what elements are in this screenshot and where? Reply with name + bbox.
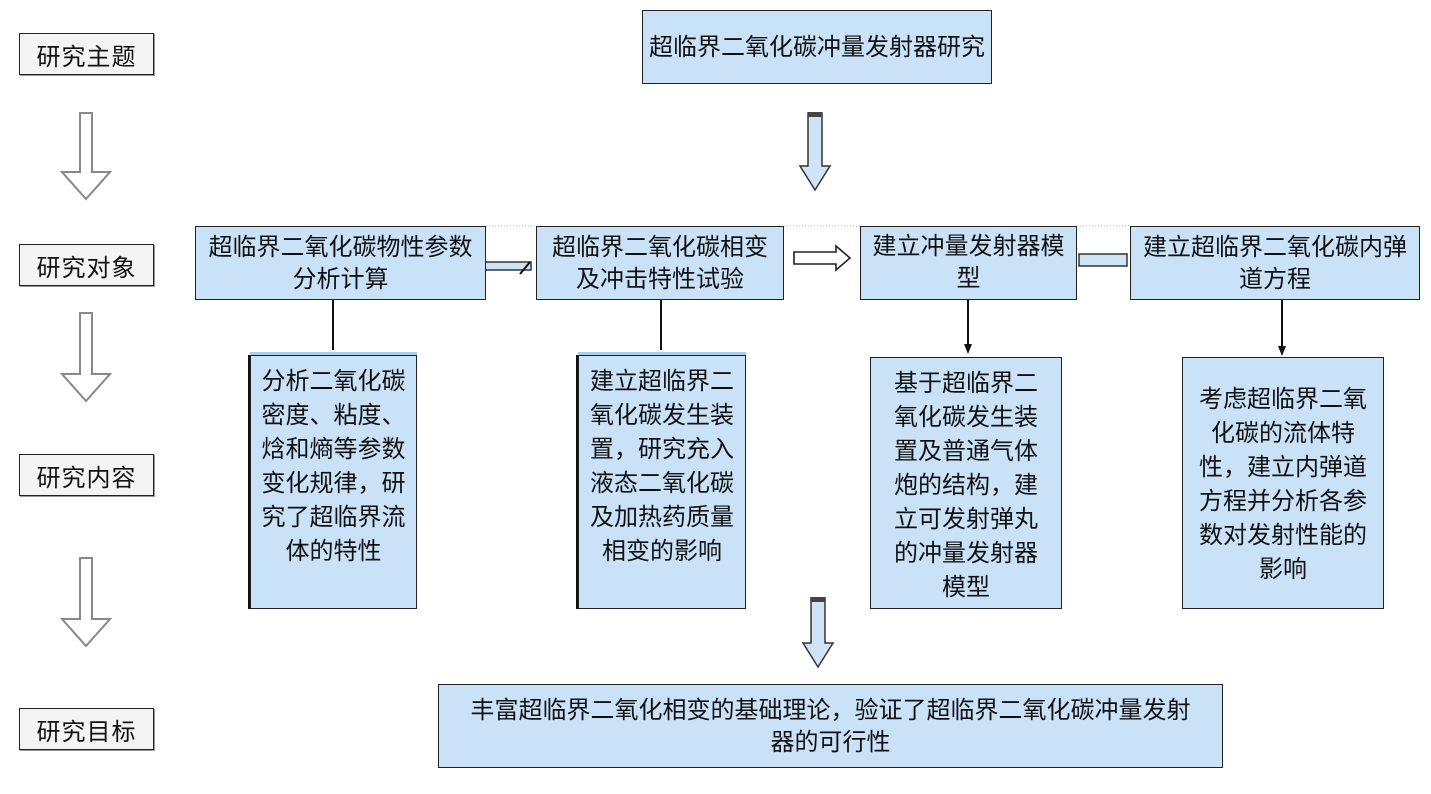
goal-down-arrow-icon — [801, 597, 835, 669]
object-box-2: 超临界二氧化碳相变及冲击特性试验 — [536, 226, 784, 300]
stage-arrow-3-icon — [59, 557, 113, 648]
connector-2-3-icon — [793, 244, 852, 272]
link-object-4 — [1278, 300, 1286, 356]
stage-label-goal: 研究目标 — [19, 708, 154, 750]
object-box-3: 建立冲量发射器模型 — [860, 226, 1077, 300]
stage-label-object: 研究对象 — [19, 244, 154, 286]
connector-1-2 — [478, 261, 532, 275]
topic-box: 超临界二氧化碳冲量发射器研究 — [642, 10, 992, 84]
content-box-4: 考虑超临界二氧化碳的流体特性，建立内弹道方程并分析各参数对发射性能的影响 — [1182, 357, 1384, 609]
topic-down-arrow-icon — [798, 112, 832, 192]
stage-label-content: 研究内容 — [19, 454, 154, 496]
stage-label-theme: 研究主题 — [19, 33, 154, 75]
stage-arrow-2-icon — [59, 312, 113, 403]
object-box-4: 建立超临界二氧化碳内弹道方程 — [1130, 226, 1420, 300]
content-box-2: 建立超临界二氧化碳发生装置，研究充入液态二氧化碳及加热药质量相变的影响 — [578, 355, 746, 609]
content-box-3: 基于超临界二氧化碳发生装置及普通气体炮的结构，建立可发射弹丸的冲量发射器模型 — [870, 357, 1062, 609]
stage-arrow-1-icon — [59, 112, 113, 201]
content-box-1: 分析二氧化碳密度、粘度、焓和熵等参数变化规律，研究了超临界流体的特性 — [250, 355, 417, 609]
goal-box: 丰富超临界二氧化相变的基础理论，验证了超临界二氧化碳冲量发射器的可行性 — [438, 684, 1223, 768]
object-box-1: 超临界二氧化碳物性参数分析计算 — [195, 226, 486, 300]
connector-3-4 — [1074, 228, 1128, 267]
link-object-3 — [964, 300, 972, 354]
